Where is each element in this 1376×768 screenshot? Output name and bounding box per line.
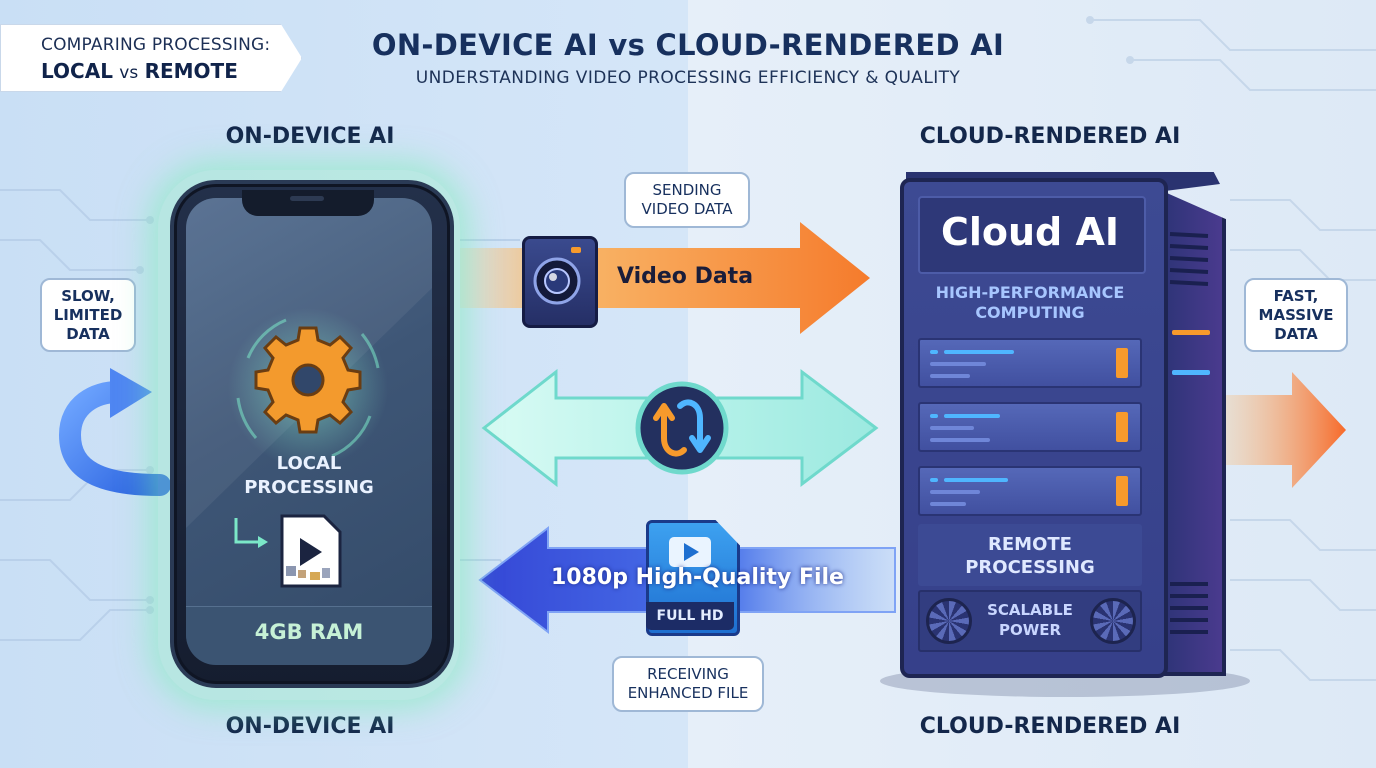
- hq-file-label: 1080p High-Quality File: [551, 565, 844, 590]
- curved-arrow-icon: [58, 368, 171, 496]
- sync-arrows-icon: [635, 381, 729, 475]
- label-line: SCALABLE: [987, 601, 1073, 619]
- server-rack-unit: [918, 466, 1142, 516]
- fan-icon: [926, 598, 972, 644]
- camera-icon: [522, 236, 598, 328]
- hpc-label: HIGH-PERFORMANCE COMPUTING: [918, 283, 1142, 323]
- slow-limited-data-callout: SLOW, LIMITED DATA: [40, 278, 136, 352]
- comparison-banner: COMPARING PROCESSING: LOCAL vs REMOTE: [0, 24, 302, 92]
- server-side-panel: [1160, 190, 1226, 676]
- ram-label: 4GB RAM: [254, 620, 364, 644]
- video-file-icon: [280, 514, 342, 588]
- callout-line: SENDING: [652, 181, 722, 199]
- local-processing-label: LOCAL PROCESSING: [186, 452, 432, 500]
- callout-line: SLOW,: [61, 287, 115, 305]
- callout-line: MASSIVE: [1258, 306, 1334, 324]
- receiving-file-callout: RECEIVING ENHANCED FILE: [612, 656, 764, 712]
- phone-notch: [242, 190, 374, 216]
- label-line: HIGH-PERFORMANCE: [935, 283, 1125, 302]
- callout-line: VIDEO DATA: [641, 200, 733, 218]
- page-subtitle: UNDERSTANDING VIDEO PROCESSING EFFICIENC…: [415, 68, 961, 88]
- right-heading-bottom: CLOUD-RENDERED AI: [919, 714, 1181, 739]
- label-line: PROCESSING: [965, 557, 1095, 578]
- callout-line: ENHANCED FILE: [627, 684, 749, 702]
- left-heading-top: ON-DEVICE AI: [225, 124, 395, 149]
- banner-line2: LOCAL vs REMOTE: [41, 59, 238, 83]
- fan-icon: [1090, 598, 1136, 644]
- right-heading-top: CLOUD-RENDERED AI: [919, 124, 1181, 149]
- phone-screen-art: [186, 198, 432, 588]
- banner-remote: REMOTE: [144, 59, 238, 83]
- ram-bar: [186, 606, 432, 665]
- callout-line: DATA: [1274, 325, 1318, 343]
- label-line: POWER: [998, 621, 1062, 639]
- callout-line: LIMITED: [53, 306, 123, 324]
- label-line: LOCAL: [276, 453, 342, 474]
- sending-video-callout: SENDING VIDEO DATA: [624, 172, 750, 228]
- server-rack-unit: [918, 402, 1142, 452]
- label-line: COMPUTING: [975, 303, 1085, 322]
- video-data-label: Video Data: [616, 264, 754, 289]
- fast-massive-data-callout: FAST, MASSIVE DATA: [1244, 278, 1348, 352]
- callout-line: FAST,: [1273, 287, 1319, 305]
- phone-screen: [186, 198, 432, 664]
- callout-line: DATA: [66, 325, 110, 343]
- play-icon: [300, 538, 322, 566]
- label-line: PROCESSING: [244, 477, 374, 498]
- output-arrow: [1222, 372, 1346, 488]
- cloud-ai-title: Cloud AI: [940, 210, 1120, 254]
- banner-line1: COMPARING PROCESSING:: [41, 35, 271, 55]
- left-heading-bottom: ON-DEVICE AI: [225, 714, 395, 739]
- banner-vs: vs: [119, 63, 139, 83]
- phone-speaker: [290, 196, 324, 201]
- remote-processing-panel: [918, 524, 1142, 586]
- page-title: ON-DEVICE AI vs CLOUD-RENDERED AI: [371, 28, 1005, 62]
- full-hd-label: FULL HD: [656, 608, 724, 624]
- cloud-title-panel: [918, 196, 1146, 274]
- full-hd-badge: [646, 602, 734, 630]
- server-rack-unit: [918, 338, 1142, 388]
- label-line: REMOTE: [988, 534, 1072, 555]
- gear-icon: [254, 326, 362, 434]
- remote-processing-label: REMOTE PROCESSING: [918, 533, 1142, 579]
- banner-local: LOCAL: [41, 59, 113, 83]
- scalable-power-label: SCALABLE POWER: [970, 600, 1090, 640]
- callout-line: RECEIVING: [647, 665, 729, 683]
